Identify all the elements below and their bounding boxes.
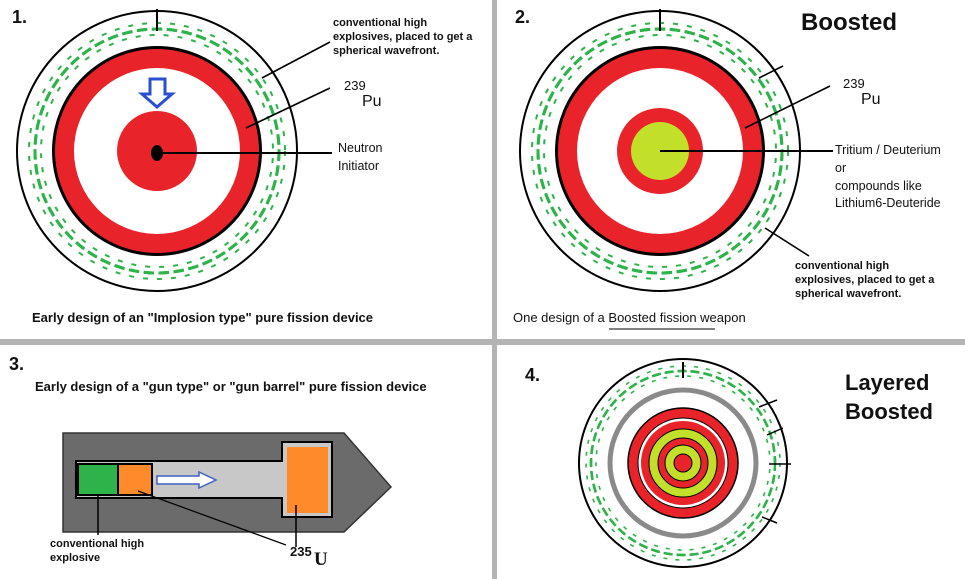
- divider-horizontal: [0, 339, 965, 345]
- explosive-label: conventional high explosive: [50, 538, 145, 564]
- high-explosive: [77, 463, 119, 496]
- leader-explosives-top: [758, 65, 784, 79]
- implosion-diagram: [16, 9, 332, 292]
- gray-tamper-ring: [607, 387, 759, 539]
- panel-layered-boosted: 4. Layered Boosted: [497, 345, 965, 579]
- panel-number: 4.: [525, 365, 541, 385]
- core-label-line3: compounds like Lithium6-Deuteride: [835, 179, 941, 210]
- leader-pu: [744, 85, 831, 129]
- panel-number: 2.: [515, 7, 531, 27]
- leader-explosives-bottom: [764, 227, 810, 257]
- divider-vertical: [492, 0, 497, 579]
- gun-type-diagram: [62, 432, 393, 547]
- boosted-diagram: [519, 9, 833, 330]
- panel-number: 1.: [12, 7, 28, 27]
- pu-symbol: Pu: [861, 91, 881, 108]
- explosives-note: conventional high explosives, placed to …: [795, 260, 935, 300]
- tick-right-4: [761, 516, 778, 524]
- panel-boosted: 2. Boosted 239 Pu Tritium / Deuterium or…: [497, 0, 965, 339]
- u-symbol: U: [314, 549, 328, 570]
- layer-red-core: [673, 453, 693, 473]
- panel-caption: One design of a Boosted fission weapon: [513, 310, 746, 325]
- u235-target: [287, 447, 328, 513]
- pu-symbol: Pu: [362, 93, 382, 110]
- panel-title-line1: Layered: [845, 370, 930, 395]
- layered-diagram: [578, 358, 791, 568]
- u-mass-number: 235: [290, 544, 312, 559]
- pu-mass-number: 239: [843, 76, 865, 91]
- panel-caption: Early design of an "Implosion type" pure…: [32, 310, 374, 325]
- leader-u235-projectile: [137, 490, 287, 546]
- projectile-direction-arrow: [156, 470, 218, 490]
- initiator-label-line2: Initiator: [338, 159, 379, 173]
- core-label-line1: Tritium / Deuterium: [835, 143, 941, 157]
- panel-caption: Early design of a "gun type" or "gun bar…: [35, 379, 427, 394]
- panel-implosion: 1. conventional high explosives, placed …: [0, 0, 492, 339]
- leader-pu: [245, 87, 331, 129]
- panel-gun-type: 3. Early design of a "gun type" or "gun …: [0, 345, 492, 579]
- tick-right-2: [766, 427, 784, 436]
- u235-projectile: [117, 463, 153, 496]
- panel-title-line2: Boosted: [845, 399, 933, 424]
- panel-title: Boosted: [801, 9, 897, 36]
- explosives-note: conventional high explosives, placed to …: [333, 17, 473, 57]
- initiator-label-line1: Neutron: [338, 141, 383, 155]
- core-label-line2: or: [835, 161, 847, 175]
- panel-number: 3.: [9, 354, 25, 374]
- tick-right-1: [758, 399, 778, 408]
- implosion-arrow: [137, 77, 177, 109]
- pu-mass-number: 239: [344, 78, 366, 93]
- leader-explosives: [261, 41, 331, 79]
